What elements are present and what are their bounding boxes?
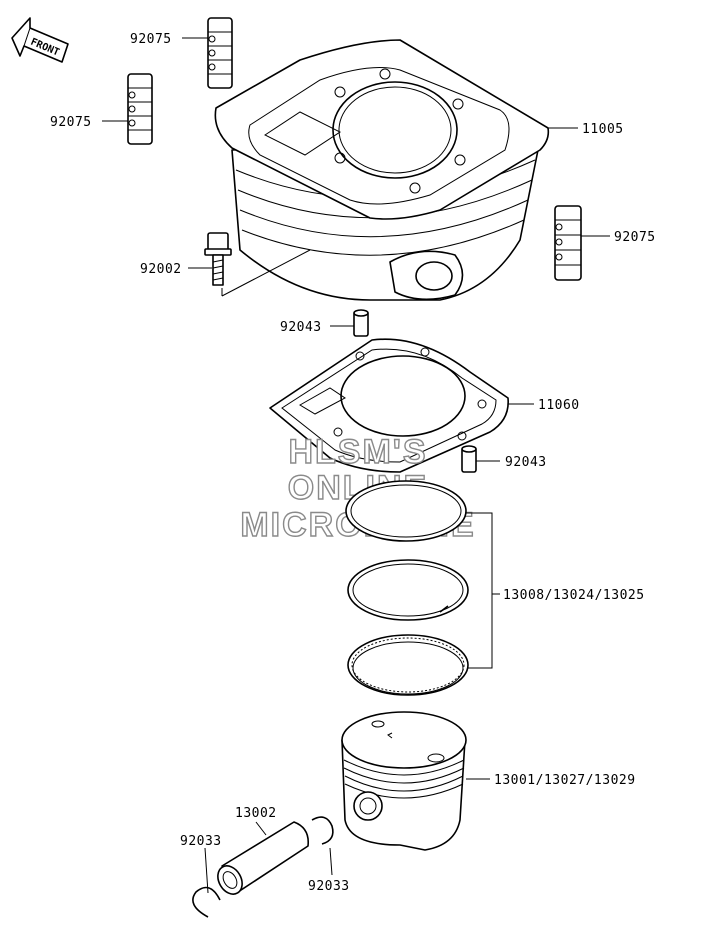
bolt-icon [204,232,232,286]
cylinder-block-icon [214,39,550,301]
part-label-11005: 11005 [582,122,624,137]
part-label-92075: 92075 [130,32,172,47]
part-label-13001: 13001/13027/13029 [494,773,636,788]
piston-icon [341,711,467,851]
piston-pin-icon [217,821,310,895]
oil-ring-icon [347,634,469,696]
snap-ring-icon [192,886,221,918]
damper-block-icon [207,17,233,89]
head-gasket-icon [269,338,509,473]
part-label-92075: 92075 [614,230,656,245]
damper-block-icon [127,73,153,145]
part-label-11060: 11060 [538,398,580,413]
piston-ring-icon [347,559,469,621]
part-label-92002: 92002 [140,262,182,277]
damper-block-icon [554,205,582,281]
piston-ring-icon [345,480,467,542]
snap-ring-icon [311,816,334,845]
part-label-92075: 92075 [50,115,92,130]
dowel-pin-icon [461,445,477,473]
front-arrow-icon: FRONT [11,17,69,63]
part-label-13008: 13008/13024/13025 [503,588,645,603]
part-label-92033: 92033 [308,879,350,894]
part-label-92033: 92033 [180,834,222,849]
dowel-pin-icon [353,309,369,337]
watermark-line1: HLSM'S [288,433,427,471]
part-label-13002: 13002 [235,806,277,821]
part-label-92043: 92043 [505,455,547,470]
part-label-92043: 92043 [280,320,322,335]
